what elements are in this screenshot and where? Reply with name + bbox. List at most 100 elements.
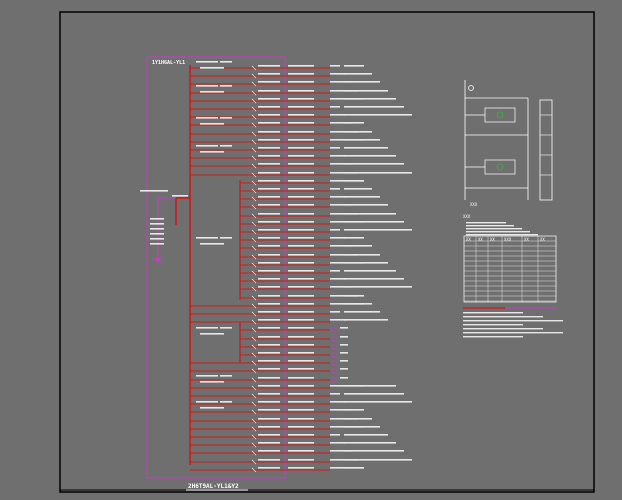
cable-spec-text [258, 155, 280, 157]
cable-spec-text [288, 81, 314, 83]
group-breaker-text [196, 401, 218, 403]
load-text [330, 122, 352, 124]
load-desc-text [344, 459, 412, 461]
cable-spec-text [258, 229, 280, 231]
cable-spec-text [258, 459, 280, 461]
group-breaker-text [196, 237, 218, 239]
cable-spec-text [258, 327, 280, 329]
cable-spec-text [288, 401, 314, 403]
breaker-tick [251, 188, 257, 194]
cable-spec-text [258, 426, 280, 428]
cable-spec-text [288, 254, 314, 256]
load-desc-text [344, 188, 372, 190]
note-line [463, 324, 523, 326]
load-desc-text [344, 262, 388, 264]
left-spec-text [150, 233, 164, 235]
cable-spec-text [258, 336, 280, 338]
breaker-tick [251, 385, 257, 391]
load-desc-text [344, 98, 396, 100]
table-h5: XX [540, 237, 545, 242]
breaker-tick [251, 196, 257, 202]
load-desc-text [344, 278, 404, 280]
load-text [330, 73, 346, 75]
load-desc-text [344, 172, 412, 174]
breaker-tick [251, 65, 257, 71]
left-spec-text [150, 218, 164, 220]
cable-spec-text [258, 377, 280, 379]
breaker-tick [251, 459, 257, 465]
cable-spec-text [258, 409, 280, 411]
load-text [330, 393, 340, 395]
load-desc-text [344, 106, 404, 108]
load-text [330, 311, 340, 313]
load-text [340, 327, 348, 329]
table-h3: XXX [504, 237, 512, 242]
cable-spec-text [288, 65, 314, 67]
load-desc-text [344, 385, 396, 387]
note-line [466, 228, 522, 230]
motor-symbol [331, 352, 337, 358]
left-spec-text [150, 228, 164, 230]
cable-spec-text [258, 188, 280, 190]
load-desc-text [344, 270, 396, 272]
breaker-tick [251, 418, 257, 424]
cable-spec-text [258, 270, 280, 272]
load-desc-text [344, 221, 404, 223]
breaker-tick [251, 122, 257, 128]
cable-spec-text [288, 278, 314, 280]
table-h4: XX [524, 237, 529, 242]
cable-spec-text [288, 155, 314, 157]
load-text [330, 409, 352, 411]
cable-spec-text [258, 204, 280, 206]
ctrl-coil-2 [496, 163, 504, 171]
breaker-tick [251, 139, 257, 145]
cable-spec-text [258, 254, 280, 256]
cable-spec-text [258, 139, 280, 141]
group-breaker-text [196, 117, 218, 119]
load-text [330, 245, 352, 247]
breaker-tick [251, 229, 257, 235]
load-desc-text [344, 426, 380, 428]
cable-spec-text [258, 278, 280, 280]
load-text [330, 188, 340, 190]
group-breaker-text [220, 375, 232, 377]
breaker-tick [251, 311, 257, 317]
cable-spec-text [258, 319, 280, 321]
load-text [340, 344, 348, 346]
load-desc-text [344, 81, 380, 83]
cable-spec-text [258, 442, 280, 444]
load-text [330, 278, 346, 280]
cable-spec-text [258, 311, 280, 313]
ctrl-coil-1 [496, 111, 504, 119]
ctrl-note: XXX [470, 202, 478, 207]
load-desc-text [344, 163, 404, 165]
ctrl-box-1 [484, 107, 516, 123]
cable-spec-text [258, 368, 280, 370]
load-desc-text [344, 114, 412, 116]
note-line [463, 336, 523, 338]
group-breaker-text [220, 117, 232, 119]
load-desc-text [344, 229, 412, 231]
breaker-tick [251, 377, 257, 383]
breaker-tick [251, 106, 257, 112]
ctrl-node [468, 85, 474, 91]
cable-spec-text [288, 90, 314, 92]
cable-spec-text [288, 418, 314, 420]
note-line [463, 320, 563, 322]
load-desc-text [344, 467, 364, 469]
load-text [330, 147, 340, 149]
cable-spec-text [258, 114, 280, 116]
legend-title: XXX [463, 214, 471, 219]
load-desc-text [344, 213, 396, 215]
breaker-tick [251, 393, 257, 399]
breaker-tick [251, 278, 257, 284]
load-desc-text [344, 434, 388, 436]
group-breaker-sub-text [200, 333, 224, 335]
cable-spec-text [258, 303, 280, 305]
motor-symbol [331, 344, 337, 350]
breaker-tick [251, 262, 257, 268]
note-line [466, 234, 538, 236]
breaker-tick [251, 270, 257, 276]
